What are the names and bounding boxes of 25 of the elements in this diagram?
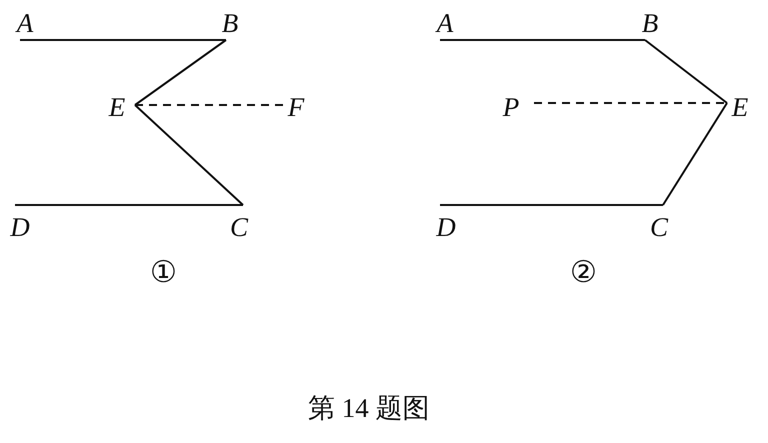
- line-segment: [15, 204, 243, 206]
- dashed-line: [135, 104, 286, 106]
- point-label: D: [8, 214, 32, 241]
- point-label: B: [218, 10, 242, 37]
- figure-caption: 第 14 题图: [308, 393, 430, 423]
- line-segment: [134, 39, 227, 106]
- line-segment: [134, 104, 244, 206]
- line-segment: [20, 39, 226, 41]
- point-label: D: [434, 214, 458, 241]
- line-segment: [440, 204, 663, 206]
- point-label: B: [638, 10, 662, 37]
- line-segment: [440, 39, 645, 41]
- line-segment: [644, 39, 728, 104]
- point-label: F: [286, 94, 306, 121]
- point-label: C: [228, 214, 250, 241]
- point-label: A: [434, 10, 456, 37]
- point-label: C: [648, 214, 670, 241]
- point-label: P: [500, 94, 522, 121]
- figure-number: ②: [570, 258, 597, 288]
- point-label: E: [729, 94, 751, 121]
- dashed-line: [534, 102, 727, 104]
- point-label: E: [106, 94, 128, 121]
- line-segment: [662, 102, 728, 206]
- figure-number: ①: [150, 258, 177, 288]
- point-label: A: [14, 10, 36, 37]
